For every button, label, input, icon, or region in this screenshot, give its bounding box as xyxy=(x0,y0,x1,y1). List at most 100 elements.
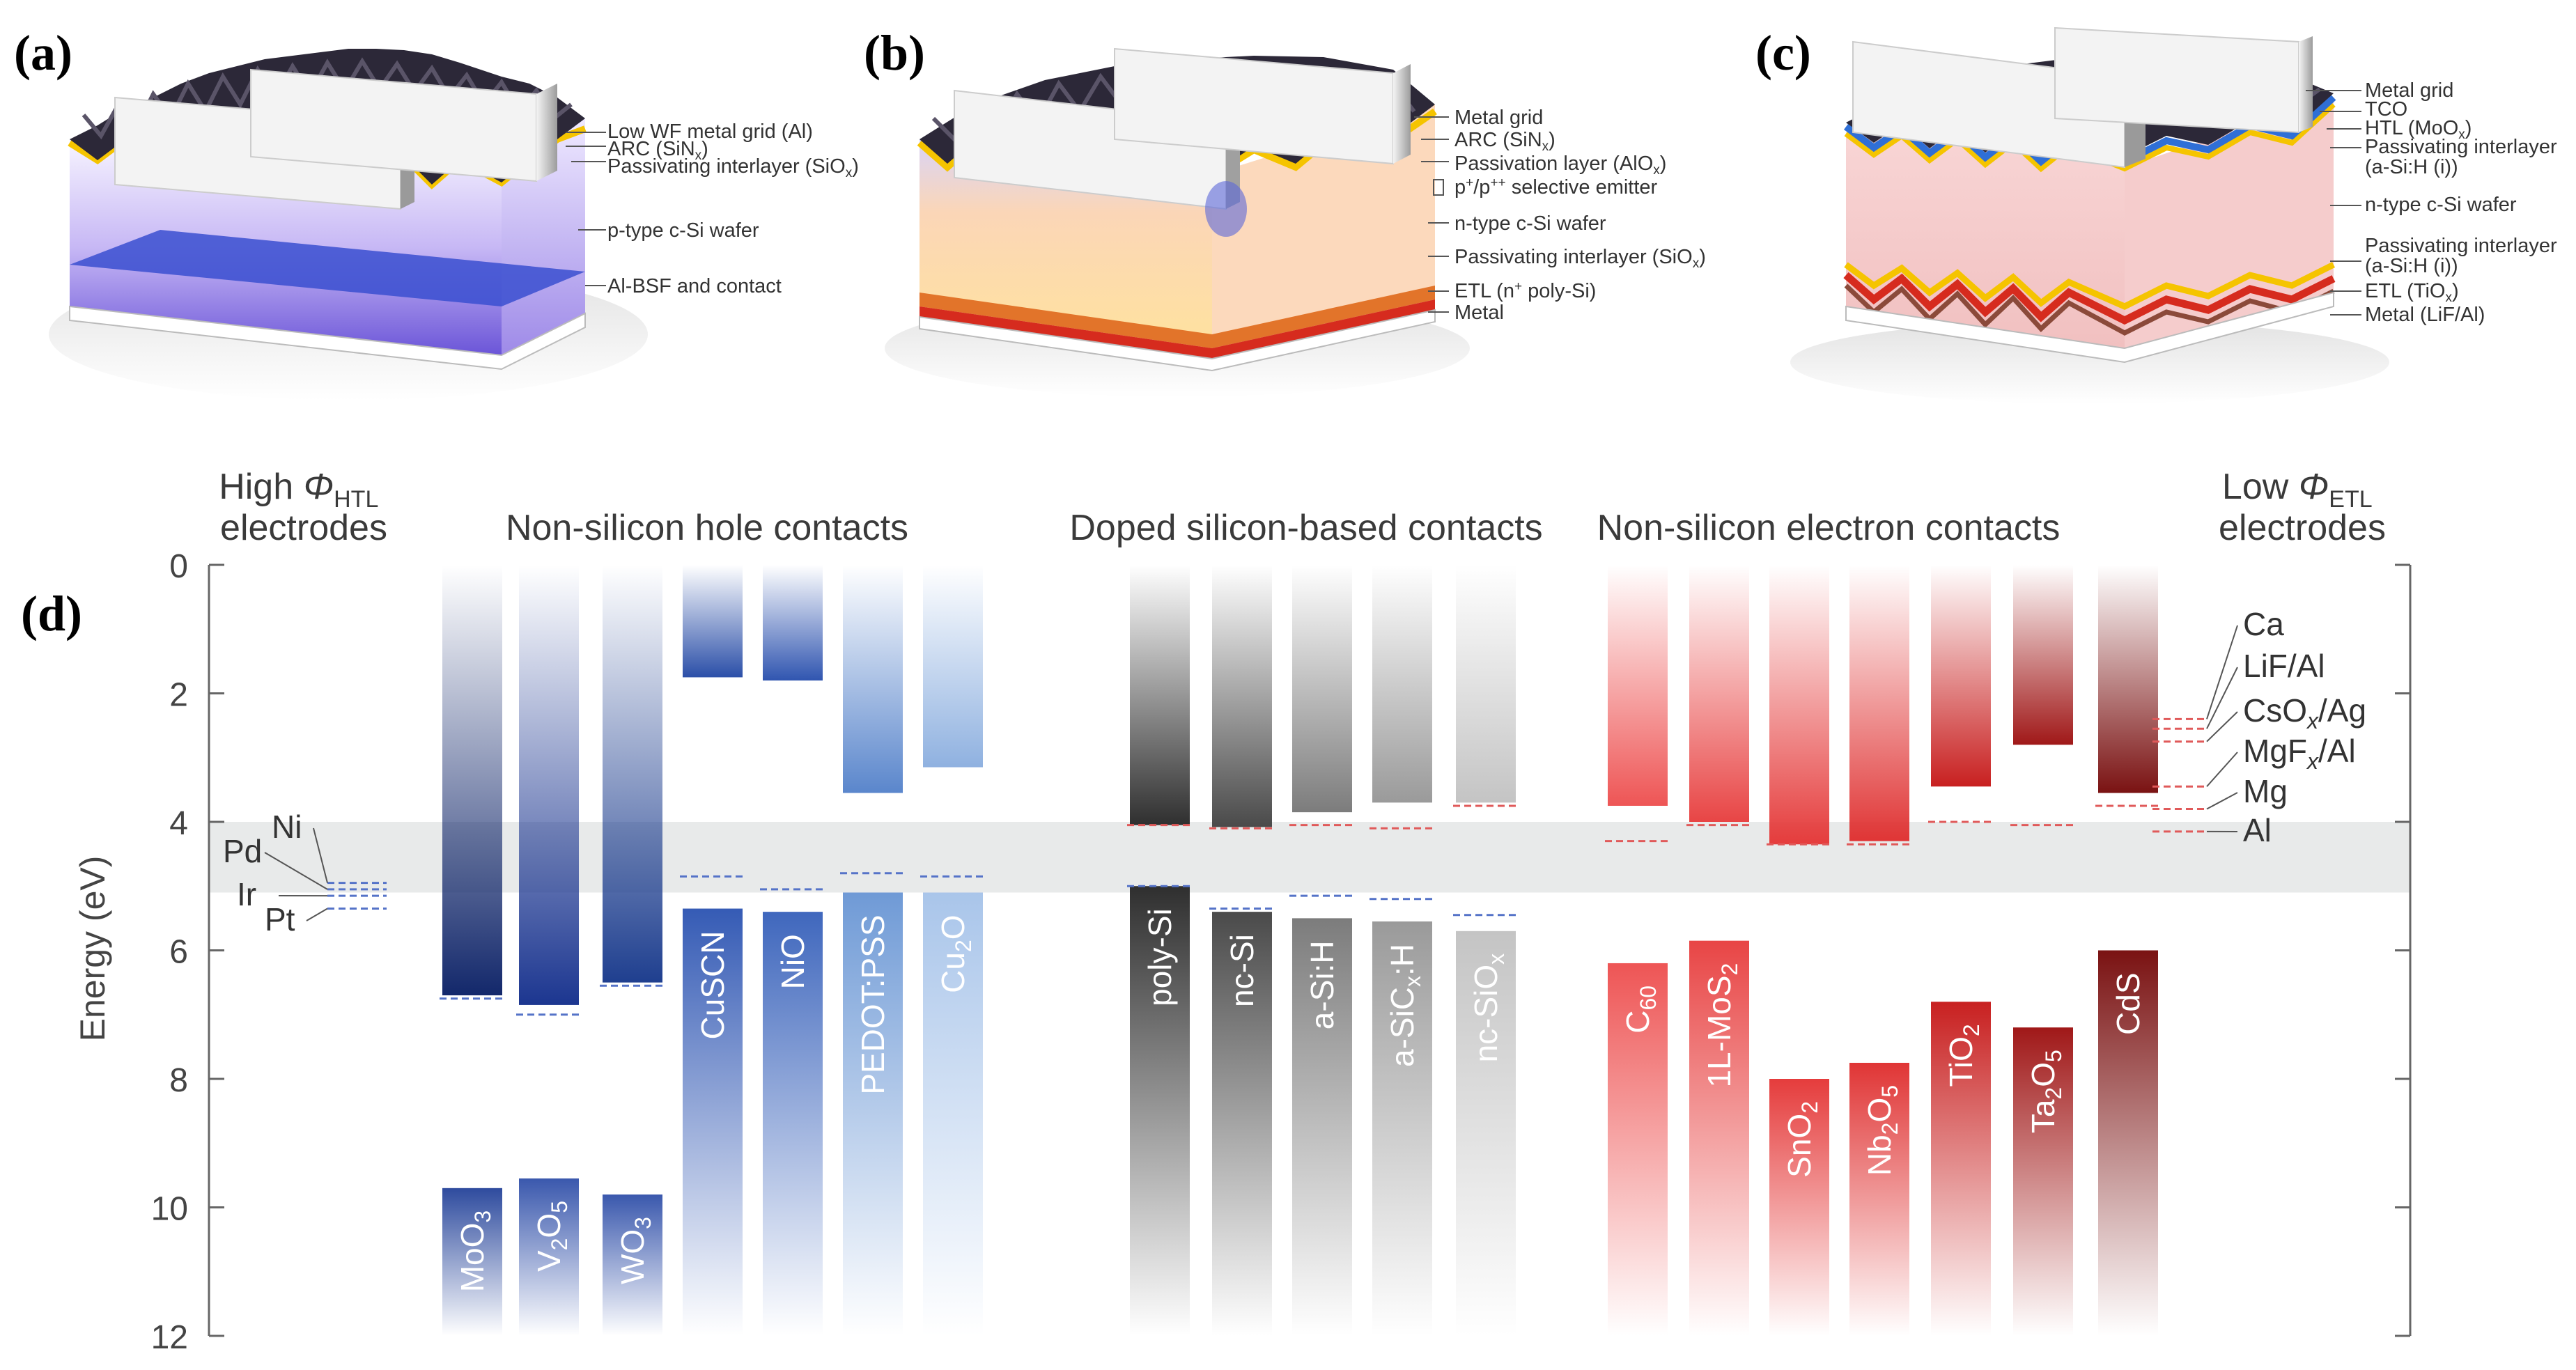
conduction-band-bar xyxy=(1608,565,1668,806)
conduction-band-bar xyxy=(1456,565,1516,803)
conduction-band-bar xyxy=(843,565,903,793)
electrode-leader xyxy=(2206,667,2238,729)
electrode-leader xyxy=(2206,711,2238,742)
panel-a-illustration: Low WF metal grid (Al) ARC (SiNx) Passiv… xyxy=(49,49,864,400)
conduction-band-bar xyxy=(683,565,743,678)
material-label: nc-Si xyxy=(1224,934,1260,1007)
header-low-phi-etl: Low ΦETL electrodes xyxy=(2219,467,2386,548)
conduction-band-bar xyxy=(763,565,823,681)
conduction-band-bar xyxy=(1849,565,1909,841)
material-label: CuSCN xyxy=(695,931,731,1040)
conduction-band-bar xyxy=(1689,565,1749,822)
conduction-band-bar xyxy=(1130,565,1190,825)
valence-band-bar xyxy=(1608,963,1668,1336)
panel-b-layer-labels: Metal grid ARC (SiNx) Passivation layer … xyxy=(1454,107,1712,324)
conduction-band-bar xyxy=(1769,565,1829,845)
electrode-leader xyxy=(2206,752,2238,787)
material-label: poly-Si xyxy=(1142,908,1178,1006)
header-electron-contacts: Non-silicon electron contacts xyxy=(1597,508,2061,548)
header-hole-contacts: Non-silicon hole contacts xyxy=(506,508,908,548)
panel-label-d: (d) xyxy=(21,586,82,641)
panel-c-layer-labels: Metal grid TCO HTL (MoOx) Passivating in… xyxy=(2365,79,2563,326)
material-label: Nb2O5 xyxy=(1861,1085,1902,1176)
material-label: MoO3 xyxy=(454,1211,495,1292)
material-bars xyxy=(442,565,2158,1336)
valence-band-bar xyxy=(2098,950,2158,1336)
valence-band-bar xyxy=(843,892,903,1336)
valence-band-bar xyxy=(1372,921,1432,1336)
material-label: Cu2O xyxy=(935,914,976,993)
electrode-label: Pd xyxy=(223,833,262,869)
electrode-label: Ir xyxy=(237,876,256,912)
valence-band-bar xyxy=(1292,918,1352,1336)
valence-band-bar xyxy=(519,1178,579,1336)
electrode-leader xyxy=(2206,625,2238,719)
electrode-label: Al xyxy=(2243,812,2272,848)
electrode-leader xyxy=(2206,792,2238,810)
electrode-label: Ni xyxy=(272,809,302,845)
valence-band-bar xyxy=(442,1188,502,1336)
electrode-label: Pt xyxy=(265,901,295,937)
conduction-band-bar xyxy=(1292,565,1352,813)
panel-label-c: (c) xyxy=(1755,25,1811,81)
conduction-band-bar xyxy=(1372,565,1432,803)
y-tick-label: 4 xyxy=(169,805,188,842)
conduction-band-bar xyxy=(442,565,502,996)
material-label: PEDOT:PSS xyxy=(855,914,891,1094)
valence-band-bar xyxy=(923,892,983,1336)
material-label: CdS xyxy=(2110,973,2146,1035)
material-label: a-SiCx:H xyxy=(1384,944,1425,1067)
conduction-band-bar xyxy=(923,565,983,768)
y-tick-label: 6 xyxy=(169,934,188,971)
panel-label-b: (b) xyxy=(864,25,925,81)
electrode-leader xyxy=(313,827,328,883)
material-label: nc-SiOx xyxy=(1468,953,1509,1063)
material-label: V2O5 xyxy=(531,1201,572,1272)
valence-band-bar xyxy=(2013,1027,2073,1336)
electrode-label: CsOx/Ag xyxy=(2243,692,2366,733)
electrode-leader xyxy=(264,852,328,890)
header-high-phi-htl: High ΦHTL electrodes xyxy=(219,467,389,548)
valence-band-bar xyxy=(1212,912,1272,1336)
panel-c-illustration: Metal grid TCO HTL (MoOx) Passivating in… xyxy=(1790,26,2563,404)
electrode-label: MgFx/Al xyxy=(2243,733,2356,774)
material-label: TiO2 xyxy=(1943,1024,1984,1087)
y-tick-label: 8 xyxy=(169,1062,188,1099)
energy-chart: High ΦHTL electrodes Non-silicon hole co… xyxy=(73,467,2412,1356)
electrode-label: LiF/Al xyxy=(2243,648,2325,684)
valence-band-bar xyxy=(763,912,823,1336)
electrode-label: Mg xyxy=(2243,773,2288,809)
material-label: Ta2O5 xyxy=(2025,1050,2066,1133)
panel-b-illustration: Metal grid ARC (SiNx) Passivation layer … xyxy=(885,47,1712,397)
y-tick-label: 10 xyxy=(151,1191,188,1228)
panel-a-layer-labels: Low WF metal grid (Al) ARC (SiNx) Passiv… xyxy=(607,120,864,297)
valence-band-bar xyxy=(603,1194,662,1336)
panel-label-a: (a) xyxy=(14,25,72,81)
material-label: a-Si:H xyxy=(1304,940,1340,1029)
valence-band-bar xyxy=(683,908,743,1336)
material-label: C60 xyxy=(1620,986,1661,1034)
y-tick-label: 12 xyxy=(151,1319,188,1356)
electrode-leader xyxy=(306,908,328,921)
material-label: SnO2 xyxy=(1781,1101,1822,1178)
conduction-band-bar xyxy=(1212,565,1272,827)
valence-band-bar xyxy=(1456,931,1516,1336)
y-tick-label: 0 xyxy=(169,548,188,585)
conduction-band-bar xyxy=(2098,565,2158,793)
y-axis-title: Energy (eV) xyxy=(73,856,112,1042)
header-doped-silicon: Doped silicon-based contacts xyxy=(1069,508,1542,548)
conduction-band-bar xyxy=(2013,565,2073,745)
material-label: 1L-MoS2 xyxy=(1701,963,1742,1088)
conduction-band-bar xyxy=(1931,565,1991,787)
valence-band-bar xyxy=(1689,940,1749,1336)
electrode-label: Ca xyxy=(2243,606,2284,642)
conduction-band-bar xyxy=(519,565,579,1005)
valence-band-bar xyxy=(1931,1002,1991,1336)
valence-band-bar xyxy=(1769,1079,1829,1336)
material-label: NiO xyxy=(775,934,811,989)
